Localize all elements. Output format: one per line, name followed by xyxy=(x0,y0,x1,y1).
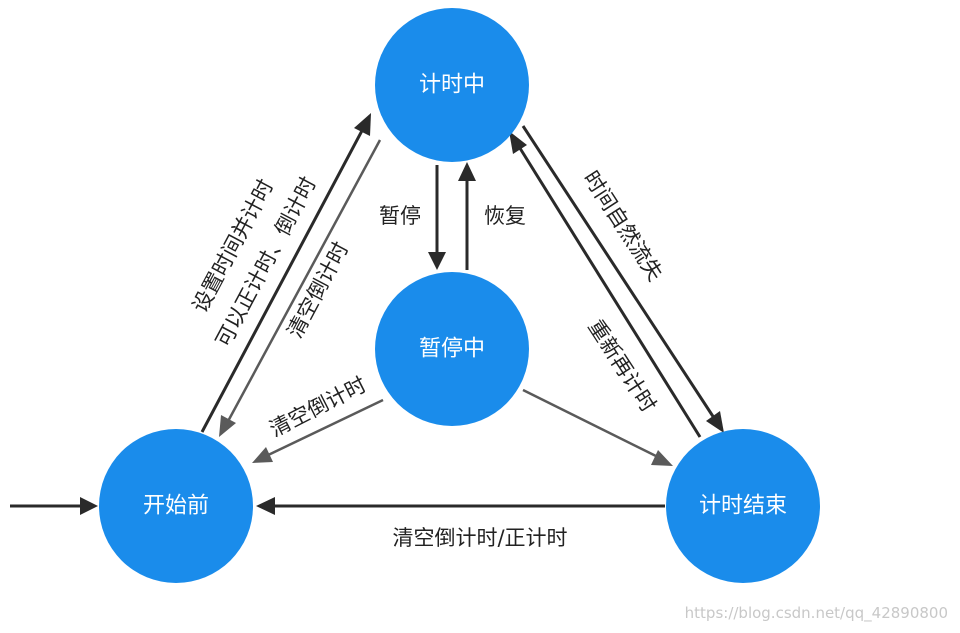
watermark: https://blog.csdn.net/qq_42890800 xyxy=(685,604,948,623)
initial-arrow-head xyxy=(80,497,98,515)
edge-label-restart: 重新再计时 xyxy=(583,315,660,416)
node-timing-ended: 计时结束 xyxy=(666,429,820,583)
node-timing-ended-label: 计时结束 xyxy=(699,494,787,519)
edge-set-time-arrowhead xyxy=(354,113,371,136)
edge-pause-arrowhead xyxy=(428,252,446,270)
edge-clear-left-arrow xyxy=(224,139,382,426)
node-before-start: 开始前 xyxy=(99,429,253,583)
edge-paused-end-arrow xyxy=(522,388,661,460)
edge-label-pause: 暂停 xyxy=(379,204,421,228)
edge-clear-bottom-arrowhead xyxy=(256,497,275,515)
edge-resume-arrowhead xyxy=(458,162,476,181)
edge-restart-arrowhead xyxy=(509,131,527,154)
node-timing-label: 计时中 xyxy=(419,73,485,98)
node-before-start-label: 开始前 xyxy=(143,494,209,519)
node-paused-label: 暂停中 xyxy=(419,337,485,362)
edge-paused-end-arrowhead xyxy=(651,450,673,466)
edge-elapse-arrow xyxy=(521,125,718,422)
edge-label-time-elapses: 时间自然流失 xyxy=(579,167,668,286)
edge-label-resume: 恢复 xyxy=(484,204,526,228)
edge-clear-left-arrowhead xyxy=(219,415,236,437)
node-paused: 暂停中 xyxy=(375,272,529,426)
edge-set-time-arrow xyxy=(200,124,367,433)
edge-elapse-arrowhead xyxy=(706,411,724,433)
node-timing: 计时中 xyxy=(375,8,529,162)
edge-clear-center-arrow xyxy=(263,398,384,459)
edge-restart-arrow xyxy=(516,144,702,438)
edge-clear-center-arrowhead xyxy=(252,447,273,463)
edge-label-clear-bottom: 清空倒计时/正计时 xyxy=(392,526,567,550)
